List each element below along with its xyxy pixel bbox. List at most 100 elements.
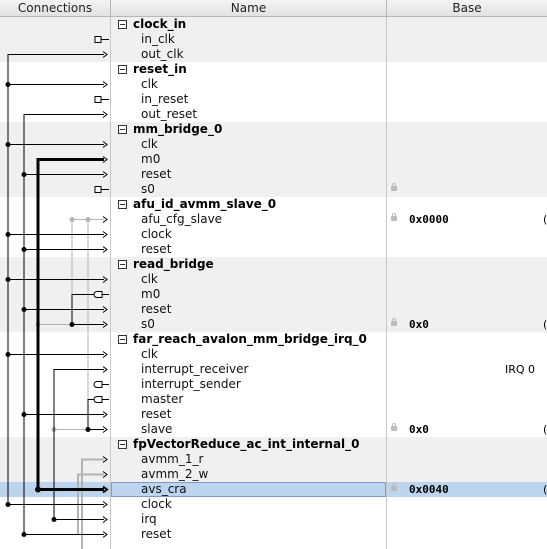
interface-row[interactable]: clk xyxy=(0,137,547,152)
name-cell[interactable]: out_clk xyxy=(111,47,386,62)
base-cell[interactable] xyxy=(387,122,547,137)
name-cell[interactable]: m0 xyxy=(111,152,386,167)
lock-icon[interactable] xyxy=(391,213,397,221)
name-cell[interactable]: s0 xyxy=(111,182,386,197)
connection-wires[interactable] xyxy=(0,17,111,549)
interface-row[interactable]: clk xyxy=(0,347,547,362)
name-cell[interactable]: clk xyxy=(111,347,386,362)
base-cell[interactable] xyxy=(387,17,547,32)
name-cell[interactable]: avmm_2_w xyxy=(111,467,386,482)
module-row[interactable]: fpVectorReduce_ac_int_internal_0 xyxy=(0,437,547,452)
base-cell[interactable] xyxy=(387,452,547,467)
name-cell[interactable]: clk xyxy=(111,77,386,92)
base-column-header[interactable]: Base xyxy=(387,0,547,17)
base-cell[interactable] xyxy=(387,332,547,347)
interface-row[interactable]: reset xyxy=(0,527,547,542)
base-cell[interactable] xyxy=(387,242,547,257)
base-cell[interactable] xyxy=(387,182,547,197)
interface-row[interactable]: reset xyxy=(0,167,547,182)
interface-row[interactable]: out_reset xyxy=(0,107,547,122)
interface-row[interactable]: clock xyxy=(0,227,547,242)
interface-row[interactable]: reset xyxy=(0,407,547,422)
name-cell[interactable]: reset xyxy=(111,407,386,422)
name-cell[interactable]: read_bridge xyxy=(111,257,386,272)
name-cell[interactable]: out_reset xyxy=(111,107,386,122)
base-cell[interactable] xyxy=(387,62,547,77)
name-cell[interactable]: irq xyxy=(111,512,386,527)
name-cell[interactable]: in_clk xyxy=(111,32,386,47)
name-cell[interactable]: m0 xyxy=(111,287,386,302)
interface-row[interactable]: master xyxy=(0,392,547,407)
base-cell[interactable] xyxy=(387,287,547,302)
base-cell[interactable] xyxy=(387,137,547,152)
module-row[interactable]: far_reach_avalon_mm_bridge_irq_0 xyxy=(0,332,547,347)
base-cell[interactable] xyxy=(387,497,547,512)
name-cell[interactable]: far_reach_avalon_mm_bridge_irq_0 xyxy=(111,332,386,347)
base-cell[interactable] xyxy=(387,467,547,482)
base-cell[interactable] xyxy=(387,197,547,212)
base-cell[interactable]: 0x0000( xyxy=(387,212,547,227)
name-cell[interactable]: clk xyxy=(111,137,386,152)
base-cell[interactable] xyxy=(387,392,547,407)
name-cell[interactable]: clk xyxy=(111,272,386,287)
name-cell[interactable]: avmm_1_r xyxy=(111,452,386,467)
interface-row[interactable]: in_clk xyxy=(0,32,547,47)
connections-column-header[interactable]: Connections xyxy=(0,0,111,17)
module-row[interactable]: reset_in xyxy=(0,62,547,77)
name-cell[interactable]: interrupt_sender xyxy=(111,377,386,392)
interface-row[interactable]: clk xyxy=(0,272,547,287)
collapse-toggle-icon[interactable] xyxy=(118,20,127,29)
base-cell[interactable] xyxy=(387,47,547,62)
base-cell[interactable] xyxy=(387,257,547,272)
name-cell[interactable]: interrupt_receiver xyxy=(111,362,386,377)
interface-row[interactable]: m0 xyxy=(0,287,547,302)
base-cell[interactable] xyxy=(387,302,547,317)
base-cell[interactable] xyxy=(387,77,547,92)
name-cell[interactable]: s0 xyxy=(111,317,386,332)
name-cell[interactable]: clock xyxy=(111,497,386,512)
name-cell[interactable]: afu_id_avmm_slave_0 xyxy=(111,197,386,212)
name-cell[interactable]: clock xyxy=(111,227,386,242)
base-cell[interactable] xyxy=(387,272,547,287)
interface-row[interactable]: clk xyxy=(0,77,547,92)
interface-row[interactable]: clock xyxy=(0,497,547,512)
base-cell[interactable] xyxy=(387,437,547,452)
name-cell[interactable]: master xyxy=(111,392,386,407)
name-cell[interactable]: reset_in xyxy=(111,62,386,77)
module-row[interactable]: mm_bridge_0 xyxy=(0,122,547,137)
name-cell[interactable]: reset xyxy=(111,167,386,182)
collapse-toggle-icon[interactable] xyxy=(118,65,127,74)
base-cell[interactable] xyxy=(387,512,547,527)
collapse-toggle-icon[interactable] xyxy=(118,335,127,344)
name-column-header[interactable]: Name xyxy=(111,0,387,17)
name-cell[interactable]: clock_in xyxy=(111,17,386,32)
interface-row[interactable]: interrupt_sender xyxy=(0,377,547,392)
lock-icon[interactable] xyxy=(391,483,397,491)
interface-row[interactable]: reset xyxy=(0,302,547,317)
name-cell[interactable]: reset xyxy=(111,527,386,542)
name-cell[interactable]: reset xyxy=(111,302,386,317)
module-row[interactable]: afu_id_avmm_slave_0 xyxy=(0,197,547,212)
interface-row[interactable]: s0 xyxy=(0,182,547,197)
collapse-toggle-icon[interactable] xyxy=(118,200,127,209)
base-cell[interactable] xyxy=(387,32,547,47)
base-cell[interactable]: 0x0( xyxy=(387,422,547,437)
base-cell[interactable]: 0x0( xyxy=(387,317,547,332)
interface-row[interactable]: m0 xyxy=(0,152,547,167)
interface-row[interactable]: irq xyxy=(0,512,547,527)
collapse-toggle-icon[interactable] xyxy=(118,440,127,449)
base-cell[interactable]: 0x0040( xyxy=(387,482,547,497)
base-cell[interactable] xyxy=(387,107,547,122)
base-cell[interactable] xyxy=(387,167,547,182)
interface-row[interactable]: in_reset xyxy=(0,92,547,107)
name-cell[interactable]: slave xyxy=(111,422,386,437)
lock-icon[interactable] xyxy=(391,183,397,191)
interface-row[interactable]: avmm_2_w xyxy=(0,467,547,482)
base-cell[interactable] xyxy=(387,527,547,542)
module-row[interactable]: read_bridge xyxy=(0,257,547,272)
base-cell[interactable] xyxy=(387,227,547,242)
name-cell[interactable]: in_reset xyxy=(111,92,386,107)
